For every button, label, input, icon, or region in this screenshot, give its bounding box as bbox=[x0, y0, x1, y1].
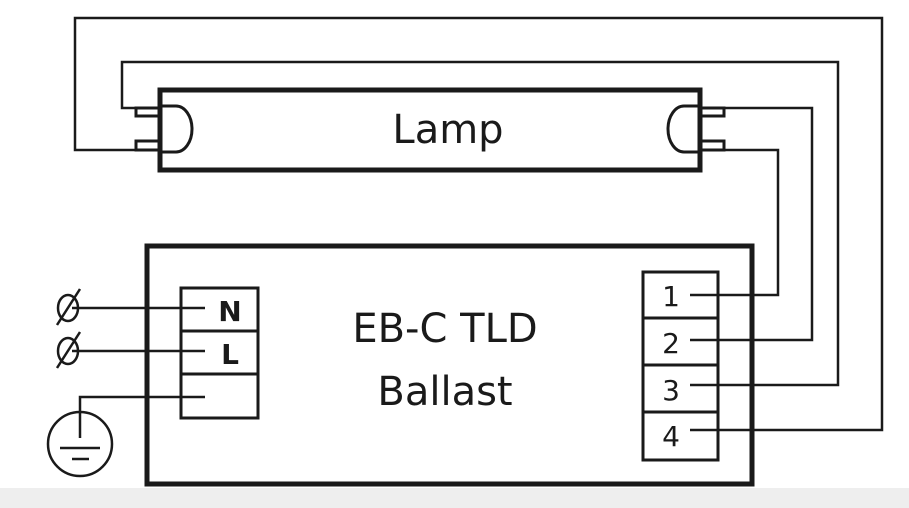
wire-terminal-1 bbox=[690, 148, 780, 297]
lamp-pin bbox=[698, 139, 726, 152]
output-terminal-block bbox=[641, 270, 720, 462]
lamp: Lamp bbox=[134, 87, 726, 173]
neutral-connection-icon bbox=[55, 288, 82, 326]
ballast: EB-C TLD Ballast bbox=[144, 243, 755, 487]
wire-earth bbox=[78, 395, 205, 425]
wire-terminal-3 bbox=[120, 60, 840, 387]
terminal-4: 4 bbox=[662, 420, 680, 453]
lamp-pin bbox=[698, 106, 726, 118]
lamp-left-cap bbox=[162, 104, 194, 154]
lamp-pin bbox=[134, 106, 162, 118]
terminal-1: 1 bbox=[662, 280, 680, 313]
terminal-3: 3 bbox=[662, 374, 680, 407]
bottom-strip bbox=[0, 488, 909, 508]
lamp-right-cap bbox=[666, 104, 698, 154]
earth-ground-icon bbox=[46, 410, 114, 478]
input-terminal-block bbox=[179, 286, 260, 420]
wire-terminal-4 bbox=[73, 16, 884, 432]
terminal-neutral: N bbox=[218, 295, 241, 328]
lamp-label: Lamp bbox=[392, 107, 503, 153]
ballast-model: EB-C TLD bbox=[352, 306, 537, 352]
live-connection-icon bbox=[55, 331, 82, 369]
lamp-pin bbox=[134, 139, 162, 152]
terminal-2: 2 bbox=[662, 327, 680, 360]
ballast-label: Ballast bbox=[377, 369, 512, 415]
terminal-live: L bbox=[221, 338, 239, 371]
